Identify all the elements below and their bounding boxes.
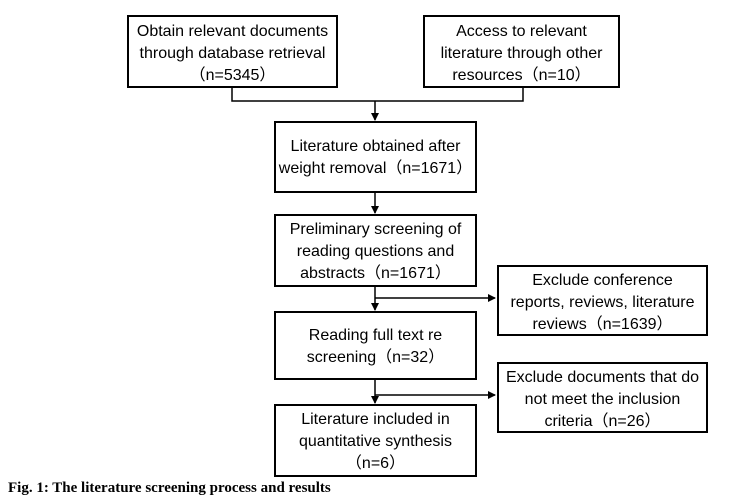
box-line: Literature obtained after	[290, 138, 461, 155]
box-line: literature through other	[440, 45, 603, 62]
box-line: Obtain relevant documents	[136, 23, 329, 40]
box-line: quantitative synthesis	[299, 433, 452, 450]
box-line: screening（n=32）	[306, 349, 445, 366]
box-other-resources: Access to relevant literature through ot…	[423, 15, 620, 88]
merge-bracket	[231, 88, 524, 102]
box-exclude-reviews: Exclude conference reports, reviews, lit…	[497, 265, 708, 336]
box-line: Exclude documents that do	[505, 369, 699, 386]
box-line: reading questions and	[296, 243, 455, 260]
box-included: Literature included in quantitative synt…	[274, 404, 477, 477]
box-line: Reading full text re	[308, 327, 443, 344]
box-line: resources（n=10）	[452, 67, 591, 84]
box-line: reviews（n=1639）	[532, 316, 673, 333]
box-line: reports, reviews, literature	[510, 294, 695, 311]
box-after-dedup: Literature obtained after weight removal…	[274, 121, 477, 193]
box-exclude-criteria: Exclude documents that do not meet the i…	[497, 362, 708, 433]
box-full-text-screening: Reading full text re screening（n=32）	[274, 311, 477, 380]
box-preliminary-screening: Preliminary screening of reading questio…	[274, 214, 477, 287]
box-line: Exclude conference	[532, 272, 673, 289]
box-line: （n=6）	[345, 455, 406, 472]
box-line: abstracts（n=1671）	[300, 265, 451, 282]
box-line: criteria（n=26）	[544, 413, 661, 430]
box-line: through database retrieval	[139, 45, 326, 62]
figure-caption: Fig. 1: The literature screening process…	[8, 480, 331, 496]
box-database-retrieval: Obtain relevant documents through databa…	[127, 15, 338, 88]
box-line: Preliminary screening of	[289, 221, 462, 238]
box-line: Literature included in	[301, 411, 450, 428]
box-line: weight removal（n=1671）	[278, 160, 473, 177]
box-line: not meet the inclusion	[524, 391, 681, 408]
box-line: Access to relevant	[456, 23, 587, 40]
box-line: （n=5345）	[189, 67, 276, 84]
